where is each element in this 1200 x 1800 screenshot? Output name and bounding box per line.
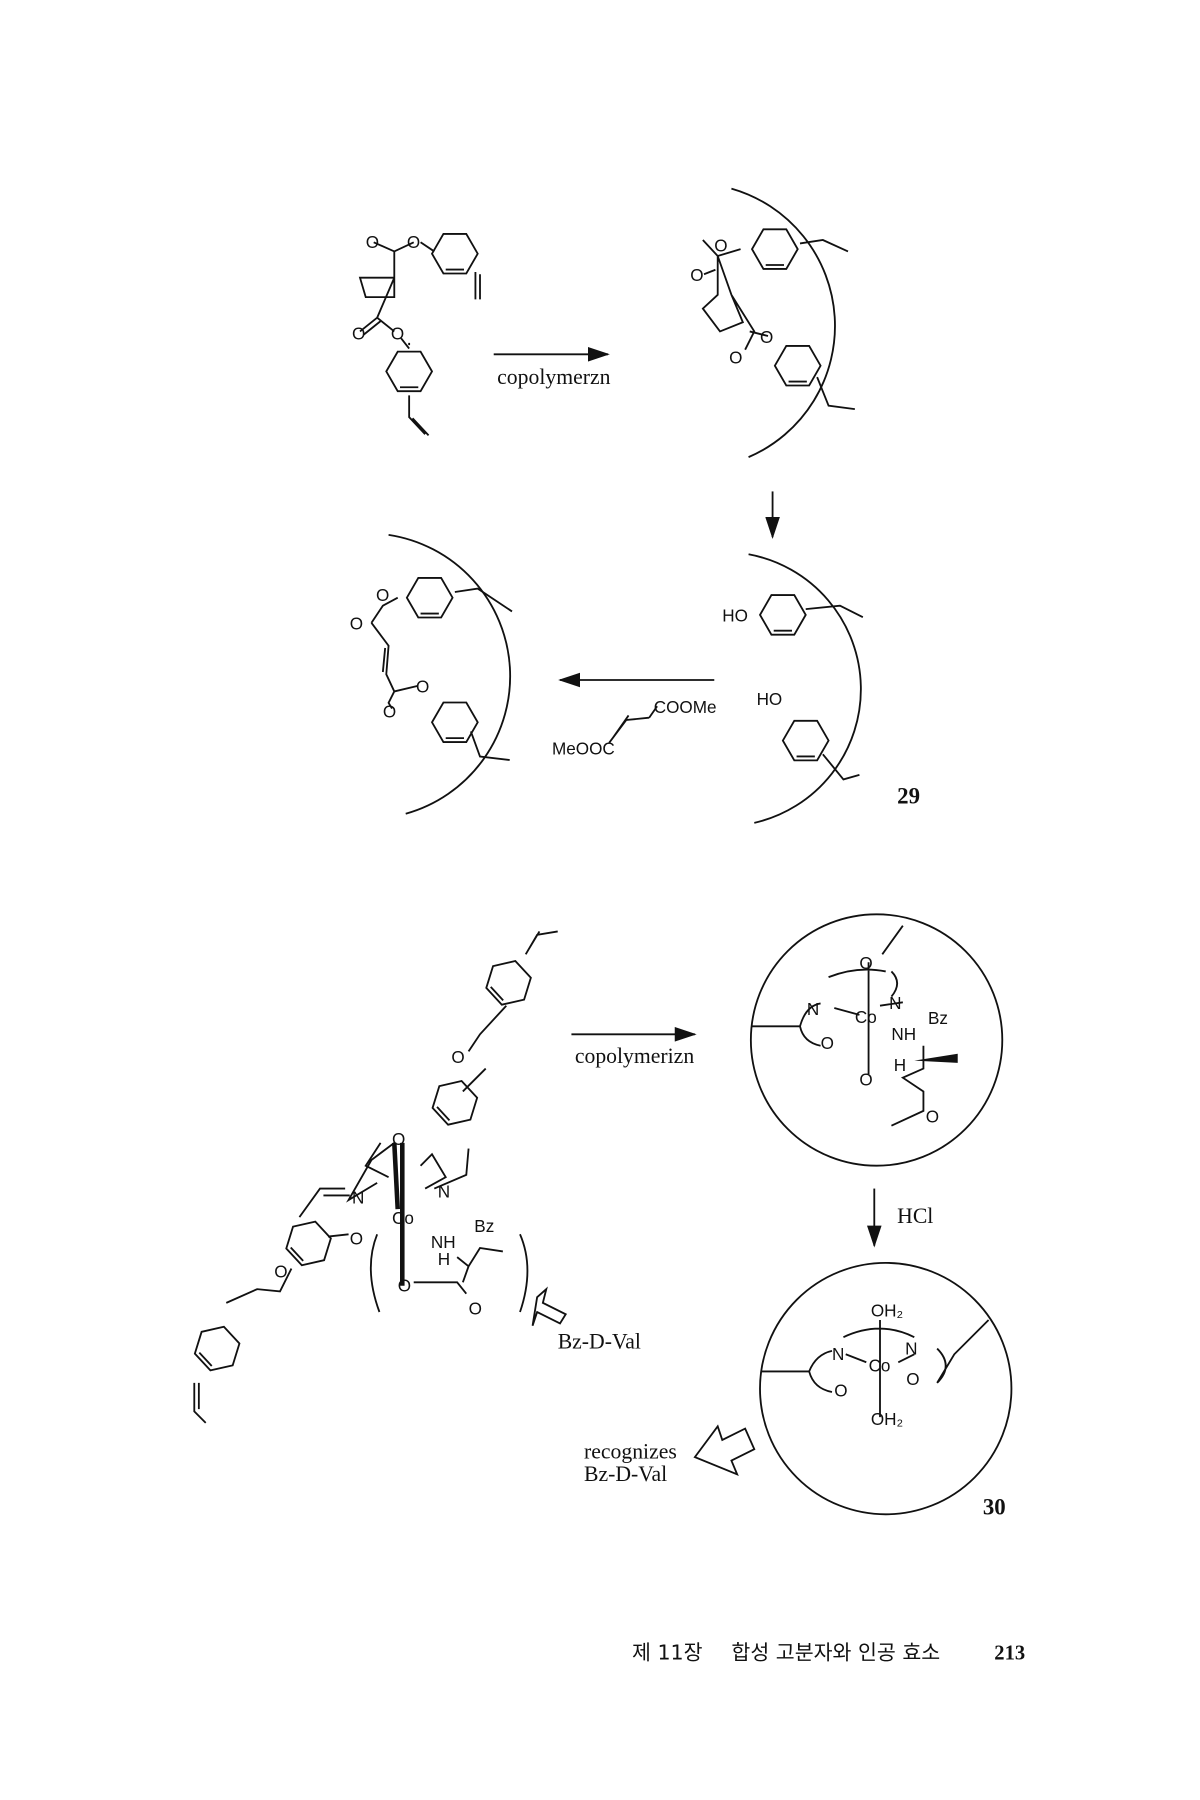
atom-label: N [352, 1187, 364, 1207]
imprinted-site-circle-30: OH₂ N N Co O O OH₂ 30 [759, 1261, 1013, 1519]
polymer-cavity-29: HO HO 29 [722, 553, 920, 824]
atom-label: O [416, 677, 429, 697]
chapter-label: 제 11장 [632, 1640, 703, 1664]
atom-label: N [807, 999, 819, 1019]
benzene-ring [431, 1080, 479, 1126]
benzene-ring [285, 1220, 332, 1267]
atom-label: O [760, 327, 773, 347]
atom-label: N [889, 993, 901, 1013]
recognizes-label: recognizes [584, 1439, 677, 1463]
atom-label: NH [891, 1024, 916, 1044]
benzene-ring [485, 960, 532, 1006]
atom-label: O [274, 1262, 287, 1282]
dimethyl-fumarate: MeOOC COOMe [552, 697, 717, 758]
atom-label: Bz [474, 1216, 494, 1236]
atom-label: O [690, 265, 703, 285]
cobalt-complex-monomer: O O N N Co O NH H Bz O O O [193, 930, 558, 1424]
atom-label: N [438, 1182, 450, 1202]
atom-label: O [821, 1033, 834, 1053]
atom-label: N [905, 1338, 917, 1358]
compound-number-30: 30 [983, 1494, 1006, 1519]
chapter-title: 합성 고분자와 인공 효소 [731, 1640, 940, 1664]
atom-label: O [350, 1229, 363, 1249]
benzene-ring [750, 228, 799, 270]
atom-label: Co [392, 1208, 414, 1228]
atom-label: Co [869, 1355, 891, 1375]
atom-label: O [714, 235, 727, 255]
benzene-ring [781, 719, 830, 762]
atom-label: O [350, 614, 363, 634]
atom-label: HO [722, 606, 748, 626]
atom-label: OH₂ [871, 1301, 903, 1321]
atom-label: O [906, 1369, 919, 1389]
atom-label: HO [757, 689, 783, 709]
compound-number-29: 29 [897, 783, 920, 808]
recognizes-target: Bz-D-Val [584, 1462, 667, 1486]
atom-label: Co [855, 1007, 877, 1027]
copolymerization-label: copolymerizn [575, 1044, 694, 1068]
atom-label: Bz [928, 1008, 948, 1028]
benzene-ring [193, 1325, 241, 1372]
atom-label: O [407, 232, 420, 252]
hcl-label: HCl [897, 1204, 933, 1228]
atom-label: O [376, 585, 389, 605]
atom-label: O [392, 1129, 405, 1149]
benzene-rings [193, 228, 830, 1372]
atom-label: O [834, 1381, 847, 1401]
atom-label: O [859, 953, 872, 973]
polymer-cavity-1: O O O O [690, 187, 855, 458]
hollow-arrow-icon [531, 1286, 568, 1327]
atom-label: H [438, 1249, 450, 1269]
double-bond [436, 1106, 451, 1121]
atom-label: O [391, 323, 404, 343]
scheme-1-monomer: O O O O [352, 232, 481, 437]
atom-label: NH [431, 1232, 456, 1252]
reagent-coome: COOMe [654, 697, 717, 717]
benzene-ring [430, 233, 479, 275]
atom-label: OH₂ [871, 1409, 903, 1429]
polymer-cavity-fumarate: O O O O [350, 533, 513, 815]
double-bond [198, 1352, 213, 1367]
benzene-ring [405, 577, 454, 619]
double-bond [490, 986, 504, 1001]
template-label: Bz-D-Val [558, 1330, 641, 1354]
atom-label: N [832, 1344, 844, 1364]
atom-label: O [366, 232, 379, 252]
benzene-ring [385, 350, 434, 393]
atom-label: H [894, 1055, 906, 1075]
atom-label: O [352, 323, 365, 343]
double-bond [290, 1246, 304, 1262]
benzene-ring [430, 701, 479, 743]
atom-label: O [383, 702, 396, 722]
atom-label: O [859, 1070, 872, 1090]
atom-label: O [469, 1298, 482, 1318]
copolymerization-label: copolymerzn [497, 365, 610, 389]
atom-label: O [926, 1106, 939, 1126]
atom-label: O [398, 1275, 411, 1295]
reagent-meooc: MeOOC [552, 738, 615, 758]
atom-label: O [729, 347, 742, 367]
hollow-arrow-icon [693, 1424, 756, 1476]
benzene-ring [758, 594, 807, 636]
benzene-ring [773, 345, 822, 387]
atom-label: O [451, 1047, 464, 1067]
page-number: 213 [994, 1642, 1025, 1664]
imprinted-site-circle: O N N Co NH Bz O H O O [749, 913, 1004, 1167]
